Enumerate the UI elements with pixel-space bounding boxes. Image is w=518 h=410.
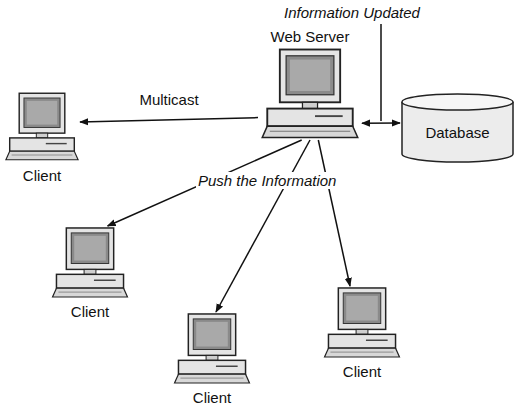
client-computer: Client: [4, 90, 80, 184]
database-cylinder: Database: [400, 92, 515, 164]
edge-label: Multicast: [137, 91, 200, 108]
note-label: Push the Information: [196, 172, 338, 189]
server-computer: Web Server: [258, 28, 362, 140]
computer-label: Web Server: [258, 28, 362, 45]
update-line: [380, 24, 382, 121]
client-computer: Client: [50, 226, 130, 320]
connector-arrow: [216, 140, 310, 312]
computer-label: Client: [4, 167, 80, 184]
database-label: Database: [400, 124, 515, 141]
computer-label: Client: [322, 363, 402, 380]
computer-icon: [258, 47, 362, 140]
computer-icon: [172, 312, 252, 385]
computer-label: Client: [50, 303, 130, 320]
computer-icon: [322, 286, 402, 359]
computer-label: Client: [172, 389, 252, 406]
computer-icon: [4, 90, 80, 163]
connector-arrow: [80, 118, 258, 122]
client-computer: Client: [172, 312, 252, 406]
connector-arrow: [318, 140, 350, 286]
computer-icon: [50, 226, 130, 299]
connector-arrow: [362, 122, 400, 124]
client-computer: Client: [322, 286, 402, 380]
note-label: Information Updated: [282, 4, 422, 21]
